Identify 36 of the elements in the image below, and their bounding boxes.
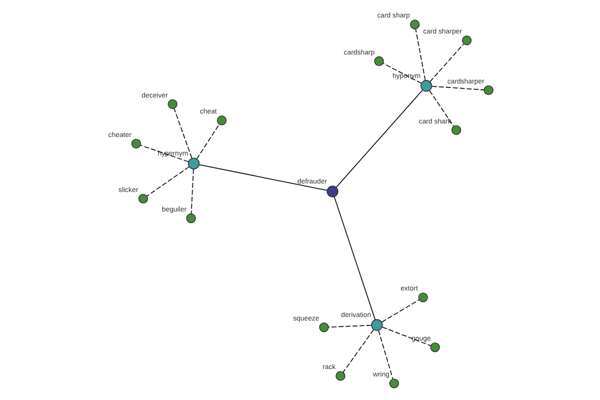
connector: [173, 108, 192, 159]
connector: [431, 86, 484, 90]
connector: [414, 28, 426, 81]
node-circle: [370, 319, 382, 331]
node-circle: [326, 186, 338, 198]
node-circle: [409, 20, 420, 30]
node-circle: [318, 322, 328, 332]
node-circle: [167, 99, 177, 109]
connector: [342, 329, 374, 373]
connector: [333, 196, 376, 320]
node-circle: [130, 138, 141, 149]
node-circle: [483, 85, 493, 96]
node-circle: [138, 194, 148, 204]
connector: [328, 324, 372, 328]
connector: [190, 168, 194, 214]
node-circle: [418, 292, 428, 302]
connector: [378, 330, 393, 380]
connector: [380, 299, 420, 323]
node-circle: [335, 371, 345, 381]
connector: [335, 90, 422, 188]
node-circle: [186, 213, 196, 224]
node-circle: [420, 80, 432, 92]
node-circle: [216, 116, 226, 126]
node-circle: [430, 342, 440, 352]
node-circle: [461, 36, 472, 46]
connector: [381, 326, 431, 346]
connector: [382, 62, 422, 84]
node-circle: [388, 378, 399, 388]
connector: [428, 90, 454, 126]
connector: [196, 124, 220, 160]
node-circle: [450, 125, 461, 135]
connector: [198, 164, 327, 191]
connector: [429, 44, 464, 82]
node-circle: [187, 158, 200, 170]
connector: [146, 166, 190, 197]
node-circle: [374, 56, 384, 66]
